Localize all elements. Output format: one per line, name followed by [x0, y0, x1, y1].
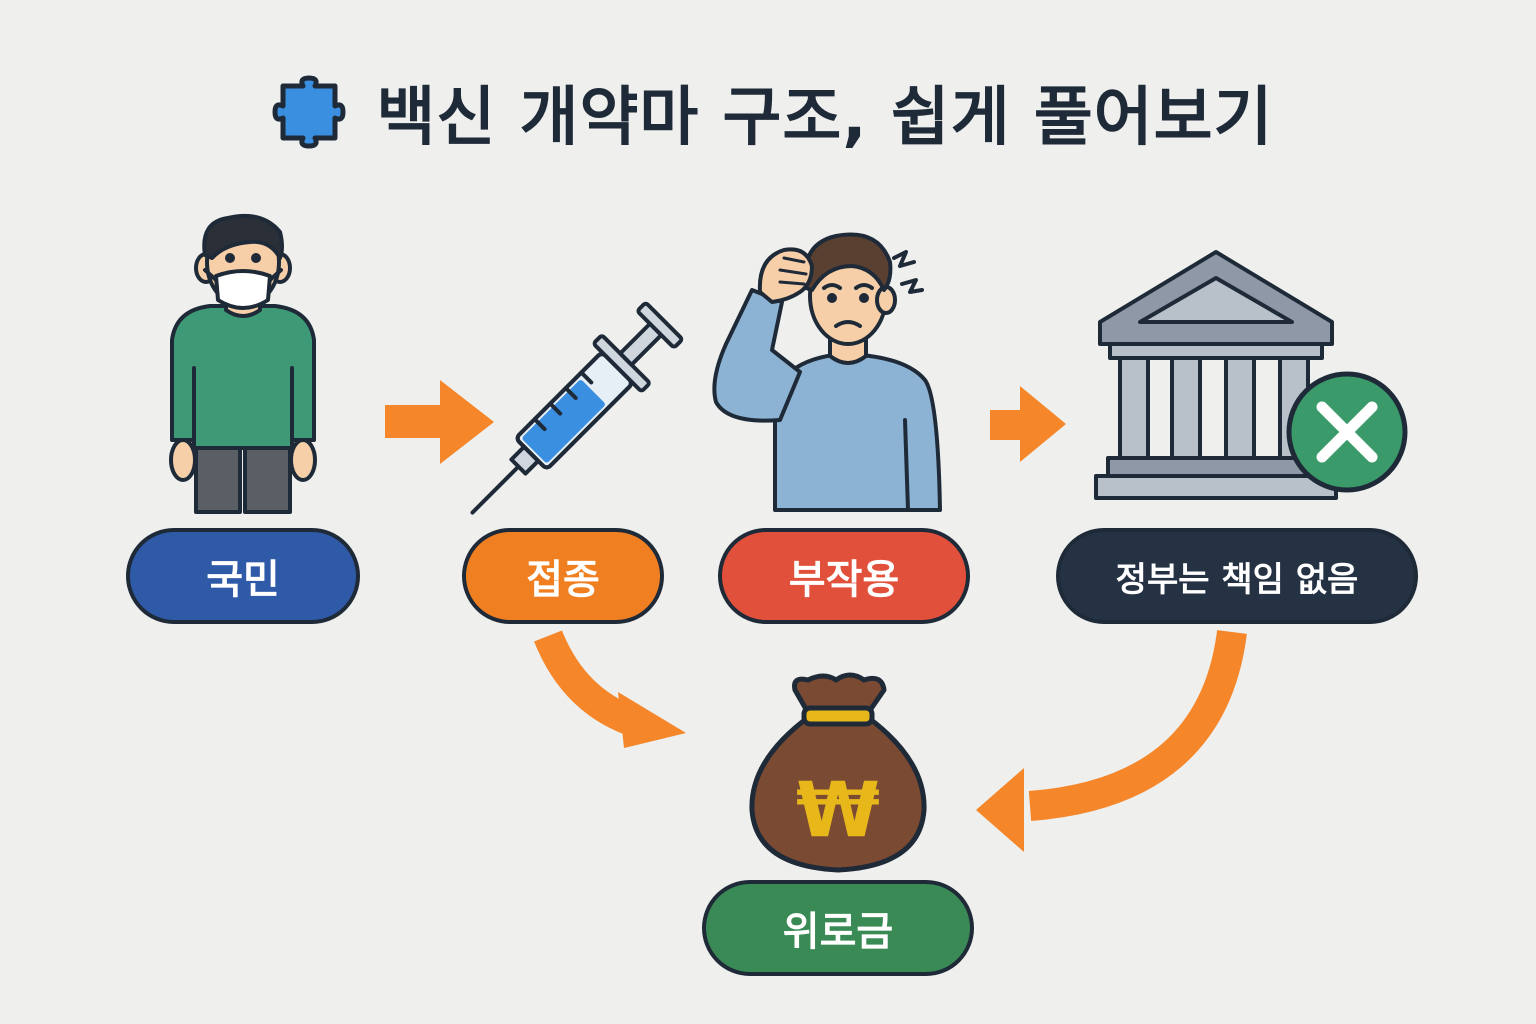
label-government: 정부는 책임 없음 [1056, 528, 1418, 624]
arrow-right-1 [385, 380, 494, 464]
title-bar: 백신 개약마 구조, 쉽게 풀어보기 [0, 62, 1536, 162]
won-symbol: ₩ [796, 765, 880, 854]
government-building-x-icon [1094, 250, 1408, 500]
label-consolation-text: 위로금 [782, 909, 894, 955]
label-citizen-text: 국민 [206, 557, 280, 603]
curved-arrow-right [1028, 629, 1247, 821]
label-citizen: 국민 [126, 528, 360, 624]
label-side-effect: 부작용 [718, 528, 970, 624]
syringe-icon [470, 301, 684, 515]
label-vaccination: 접종 [462, 528, 664, 624]
money-bag-won-icon: ₩ [749, 672, 927, 873]
masked-person-icon [169, 213, 317, 514]
label-consolation: 위로금 [702, 880, 974, 976]
arrow-right-2 [990, 386, 1066, 462]
label-vaccination-text: 접종 [526, 557, 600, 603]
puzzle-piece-icon [272, 75, 346, 149]
label-side-effect-text: 부작용 [788, 557, 900, 603]
label-government-text: 정부는 책임 없음 [1115, 559, 1359, 600]
distressed-person-icon [712, 232, 942, 512]
page-title: 백신 개약마 구조, 쉽게 풀어보기 [376, 81, 1274, 155]
